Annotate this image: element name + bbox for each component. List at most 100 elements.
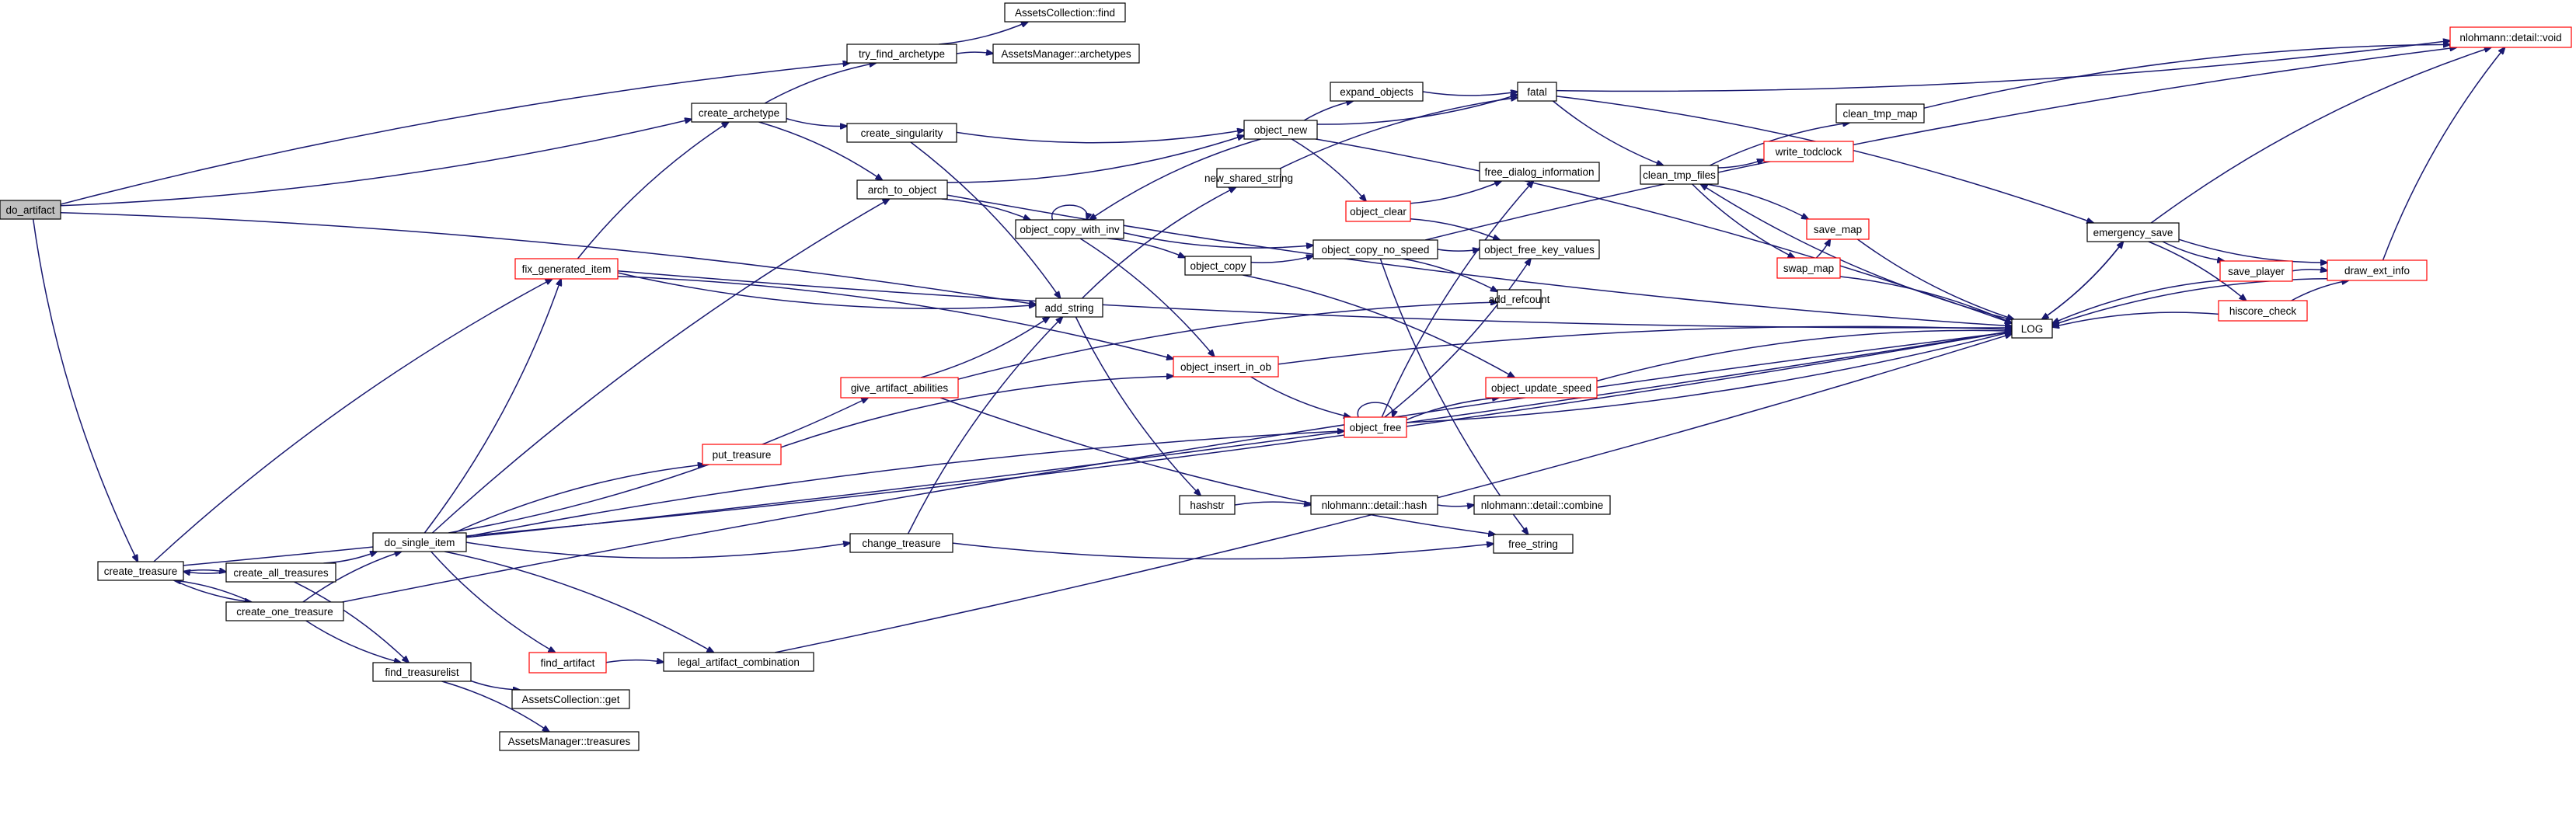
node-object-free-key-values[interactable]: object_free_key_values: [1479, 239, 1600, 259]
edge-object_copy_with_inv-to-object_copy_with_inv: [1051, 204, 1087, 220]
node-label: find_artifact: [541, 657, 595, 669]
node-object-update-speed[interactable]: object_update_speed: [1485, 377, 1598, 399]
node-assetsmanager-archetypes[interactable]: AssetsManager::archetypes: [992, 44, 1140, 64]
node-draw-ext-info[interactable]: draw_ext_info: [2327, 259, 2428, 281]
node-add-refcount[interactable]: add_refcount: [1489, 289, 1550, 309]
node-box: [1497, 289, 1542, 309]
node-free-dialog-information[interactable]: free_dialog_information: [1479, 162, 1600, 182]
edge-do_single_item-to-legal_artifact_combination: [444, 551, 714, 653]
node-create-one-treasure[interactable]: create_one_treasure: [225, 601, 344, 621]
node-new-shared-string[interactable]: new_shared_string: [1204, 168, 1293, 188]
node-emergency-save[interactable]: emergency_save: [2086, 222, 2180, 242]
node-hashstr[interactable]: hashstr: [1179, 495, 1236, 515]
edge-object_free-to-object_update_speed: [1406, 398, 1499, 421]
node-swap-map[interactable]: swap_map: [1776, 257, 1841, 279]
edge-expand_objects-to-fatal: [1422, 92, 1518, 96]
edge-fatal-to-nlohmann_void: [1556, 40, 2450, 92]
edge-emergency_save-to-nlohmann_void: [2150, 47, 2491, 224]
node-box: [840, 377, 959, 399]
node-save-player[interactable]: save_player: [2219, 260, 2293, 282]
node-object-insert-in-ob[interactable]: object_insert_in_ob: [1173, 356, 1279, 378]
edge-clean_tmp_files-to-clean_tmp_map: [1709, 123, 1849, 166]
node-create-singularity[interactable]: create_singularity: [846, 123, 957, 143]
edge-create_archetype-to-arch_to_object: [758, 121, 883, 180]
node-label: hiscore_check: [2229, 305, 2297, 317]
node-do-artifact[interactable]: do_artifact: [0, 200, 61, 220]
node-box: [2219, 260, 2293, 282]
edge-emergency_save-to-hiscore_check: [2148, 241, 2247, 301]
node-box: [702, 444, 782, 465]
node-add-string[interactable]: add_string: [1035, 298, 1103, 318]
node-assetscollection-find[interactable]: AssetsCollection::find: [1004, 2, 1126, 23]
node-label: object_update_speed: [1491, 382, 1591, 394]
edge-do_single_item-to-change_treasure: [465, 542, 850, 559]
node-label: nlohmann::detail::void: [2459, 32, 2561, 44]
node-log[interactable]: LOG: [2011, 319, 2053, 339]
node-save-map[interactable]: save_map: [1806, 218, 1870, 240]
node-find-treasurelist[interactable]: find_treasurelist: [372, 662, 472, 682]
node-put-treasure[interactable]: put_treasure: [702, 444, 782, 465]
edge-object_copy_no_speed-to-object_free_key_values: [1437, 249, 1480, 251]
edge-find_treasurelist-to-AssetsCollection_get: [470, 680, 520, 691]
node-assetsmanager-treasures[interactable]: AssetsManager::treasures: [499, 731, 640, 751]
node-box: [1184, 256, 1252, 276]
node-nlohmann-void[interactable]: nlohmann::detail::void: [2449, 26, 2572, 48]
node-hiscore-check[interactable]: hiscore_check: [2218, 300, 2308, 322]
edge-do_artifact-to-try_find_archetype: [60, 63, 850, 205]
node-change-treasure[interactable]: change_treasure: [849, 533, 953, 553]
node-give-artifact-abilities[interactable]: give_artifact_abilities: [840, 377, 959, 399]
edge-do_single_item-to-LOG: [465, 331, 2012, 537]
node-box: [1835, 103, 1925, 124]
edge-create_all_treasures-to-create_treasure: [183, 572, 227, 574]
node-box: [225, 601, 344, 621]
nodes-layer: do_artifact create_treasure create_all_tre…: [0, 2, 2572, 751]
node-create-archetype[interactable]: create_archetype: [691, 103, 787, 123]
node-object-clear[interactable]: object_clear: [1345, 200, 1411, 222]
node-object-new[interactable]: object_new: [1243, 120, 1318, 140]
node-arch-to-object[interactable]: arch_to_object: [856, 179, 948, 200]
node-write-todclock[interactable]: write_todclock: [1763, 141, 1854, 162]
edge-give_artifact_abilities-to-add_refcount: [957, 302, 1497, 380]
edge-arch_to_object-to-object_copy_with_inv: [941, 198, 1030, 220]
node-box: [849, 533, 953, 553]
node-object-copy-with-inv[interactable]: object_copy_with_inv: [1015, 219, 1124, 239]
node-clean-tmp-map[interactable]: clean_tmp_map: [1835, 103, 1925, 124]
node-fix-generated-item[interactable]: fix_generated_item: [514, 258, 619, 280]
node-find-artifact[interactable]: find_artifact: [528, 652, 607, 674]
node-nlohmann-hash[interactable]: nlohmann::detail::hash: [1310, 495, 1438, 515]
node-object-copy[interactable]: object_copy: [1184, 256, 1252, 276]
node-box: [1004, 2, 1126, 23]
node-label: write_todclock: [1775, 146, 1842, 158]
edge-create_archetype-to-try_find_archetype: [764, 63, 876, 104]
node-object-copy-no-speed[interactable]: object_copy_no_speed: [1312, 239, 1438, 259]
node-try-find-archetype[interactable]: try_find_archetype: [846, 44, 957, 64]
node-label: create_treasure: [104, 566, 178, 577]
node-fatal[interactable]: fatal: [1517, 82, 1557, 102]
node-box: [1479, 239, 1600, 259]
node-object-free[interactable]: object_free: [1344, 416, 1407, 438]
node-box: [1806, 218, 1870, 240]
node-label: change_treasure: [862, 538, 940, 549]
node-clean-tmp-files[interactable]: clean_tmp_files: [1640, 165, 1719, 185]
node-free-string[interactable]: free_string: [1493, 534, 1574, 554]
edge-object_copy-to-object_copy_no_speed: [1250, 256, 1313, 263]
node-box: [1312, 239, 1438, 259]
node-label: put_treasure: [713, 449, 772, 461]
node-label: AssetsManager::treasures: [508, 736, 631, 747]
edge-clean_tmp_map-to-nlohmann_void: [1923, 44, 2450, 109]
edge-do_single_item-to-put_treasure: [453, 465, 705, 534]
node-legal-artifact-combination[interactable]: legal_artifact_combination: [663, 652, 814, 672]
node-label: object_free: [1350, 422, 1402, 433]
node-nlohmann-combine[interactable]: nlohmann::detail::combine: [1473, 495, 1611, 515]
edge-create_all_treasures-to-do_single_item: [323, 552, 377, 564]
edge-give_artifact_abilities-to-free_string: [939, 397, 1495, 534]
node-create-all-treasures[interactable]: create_all_treasures: [225, 562, 336, 583]
node-expand-objects[interactable]: expand_objects: [1330, 82, 1424, 102]
edge-save_player-to-draw_ext_info: [2292, 270, 2327, 271]
node-do-single-item[interactable]: do_single_item: [372, 532, 467, 552]
edge-clean_tmp_files-to-swap_map: [1692, 183, 1795, 258]
node-box: [1243, 120, 1318, 140]
node-create-treasure[interactable]: create_treasure: [97, 561, 184, 581]
node-assetscollection-get[interactable]: AssetsCollection::get: [511, 689, 630, 709]
node-label: fatal: [1527, 86, 1547, 98]
